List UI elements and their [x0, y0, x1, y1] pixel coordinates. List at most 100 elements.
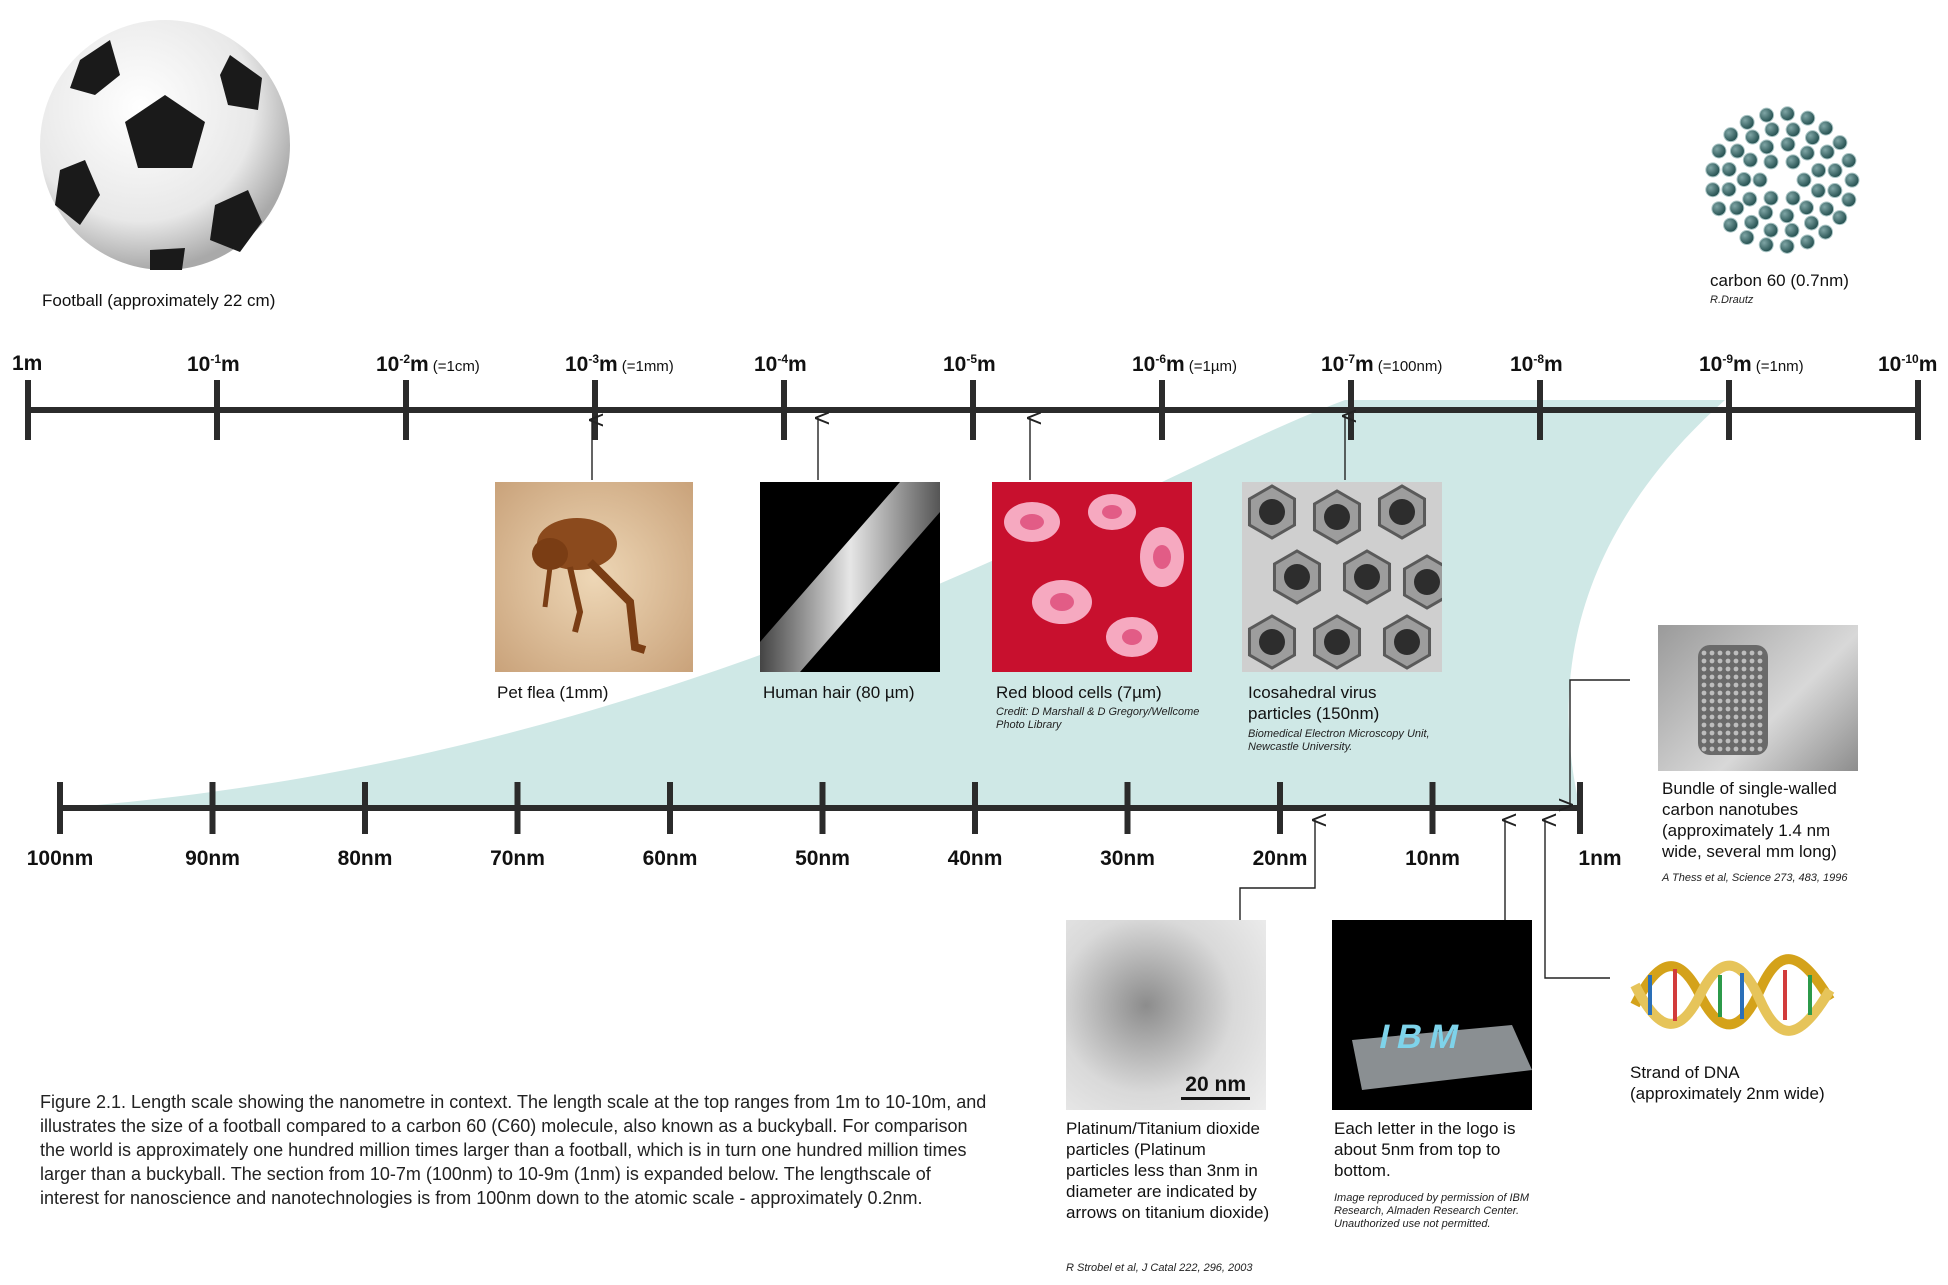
ibm-credit: Image reproduced by permission of IBM Re…: [1334, 1192, 1534, 1231]
nanotube-dot: [1702, 651, 1707, 656]
top-tick-label: 10-9m(=1nm): [1699, 352, 1804, 377]
nanotube-dot: [1702, 739, 1707, 744]
nanotube-bundle-icon: [1658, 625, 1858, 771]
nanotube-dot: [1758, 739, 1763, 744]
nanotube-dot: [1742, 715, 1747, 720]
c60-atom: [1760, 140, 1774, 154]
c60-atom: [1811, 184, 1825, 198]
flea-caption: Pet flea (1mm): [497, 682, 608, 703]
top-tick-label: 10-10m: [1878, 352, 1937, 377]
nanotube-dot: [1758, 691, 1763, 696]
nanotube-dot: [1718, 699, 1723, 704]
c60-atom: [1730, 144, 1744, 158]
c60-atom: [1820, 202, 1834, 216]
nanotube-dot: [1702, 691, 1707, 696]
nanotube-dot: [1750, 723, 1755, 728]
nanotube-dot: [1702, 747, 1707, 752]
nanotube-dot: [1702, 715, 1707, 720]
virus-core: [1394, 629, 1420, 655]
nanotube-dot: [1710, 739, 1715, 744]
nanotube-dot: [1734, 699, 1739, 704]
football-caption: Football (approximately 22 cm): [42, 290, 275, 311]
c60-atom: [1800, 235, 1814, 249]
nanotube-dot: [1750, 675, 1755, 680]
dna-caption: Strand of DNA (approximately 2nm wide): [1630, 1062, 1850, 1104]
bottom-tick-label: 40nm: [948, 847, 1003, 871]
nanotube-dot: [1702, 675, 1707, 680]
nanotube-dot: [1742, 683, 1747, 688]
ibm-caption: Each letter in the logo is about 5nm fro…: [1334, 1118, 1534, 1181]
nanotube-dot: [1726, 747, 1731, 752]
nanotube-dot: [1734, 707, 1739, 712]
nanotube-dot: [1726, 739, 1731, 744]
nanotube-dot: [1726, 651, 1731, 656]
c60-atom: [1760, 108, 1774, 122]
virus-particles-image: [1242, 482, 1442, 672]
c60-atom: [1712, 144, 1726, 158]
nanotube-dot: [1734, 739, 1739, 744]
nanotube-dot: [1758, 651, 1763, 656]
c60-atom: [1801, 111, 1815, 125]
nanotube-dot: [1702, 699, 1707, 704]
c60-caption: carbon 60 (0.7nm): [1710, 270, 1849, 291]
top-tick-label: 10-3m(=1mm): [565, 352, 674, 377]
red-blood-cells-image: [992, 482, 1192, 672]
c60-atom: [1842, 154, 1856, 168]
nanotube-dot: [1734, 659, 1739, 664]
rbc-icon: [992, 482, 1192, 672]
bottom-tick-label: 90nm: [185, 847, 240, 871]
nanotube-dot: [1718, 739, 1723, 744]
nanotube-dot: [1758, 747, 1763, 752]
nanotube-dot: [1742, 651, 1747, 656]
nanotube-image: [1658, 625, 1858, 771]
virus-core: [1354, 564, 1380, 590]
nanotube-dot: [1710, 691, 1715, 696]
nanotube-dot: [1718, 707, 1723, 712]
nanotube-dot: [1718, 731, 1723, 736]
c60-atom: [1842, 193, 1856, 207]
bottom-tick-label: 10nm: [1405, 847, 1460, 871]
c60-atom: [1785, 223, 1799, 237]
nanotube-dot: [1734, 651, 1739, 656]
virus-credit: Biomedical Electron Microscopy Unit, New…: [1248, 728, 1448, 754]
c60-atom: [1753, 173, 1767, 187]
nanotube-dot: [1710, 683, 1715, 688]
c60-atom: [1819, 225, 1833, 239]
nanotube-dot: [1750, 699, 1755, 704]
c60-molecule-image: [1706, 107, 1859, 254]
c60-atom: [1724, 128, 1738, 142]
scale-bar-label: 20 nm: [1181, 1073, 1250, 1100]
nanotube-dot: [1750, 747, 1755, 752]
nanotube-dot: [1750, 667, 1755, 672]
c60-atom: [1724, 218, 1738, 232]
nanotube-dot: [1750, 683, 1755, 688]
bottom-tick-label: 100nm: [27, 847, 94, 871]
top-tick-label: 10-2m(=1cm): [376, 352, 480, 377]
nanotube-dot: [1758, 683, 1763, 688]
c60-atom: [1745, 130, 1759, 144]
flea-image: [495, 482, 693, 672]
nanotube-dot: [1702, 659, 1707, 664]
nanotube-dot: [1726, 691, 1731, 696]
c60-atom: [1799, 201, 1813, 215]
nanotube-dot: [1758, 723, 1763, 728]
nanotube-dot: [1742, 731, 1747, 736]
nanotube-dot: [1726, 675, 1731, 680]
virus-core: [1284, 564, 1310, 590]
c60-credit: R.Drautz: [1710, 294, 1753, 307]
nanotube-dot: [1750, 715, 1755, 720]
nanotube-dot: [1734, 683, 1739, 688]
nanotube-dot: [1742, 659, 1747, 664]
nanotube-caption: Bundle of single-walled carbon nanotubes…: [1662, 778, 1862, 862]
nanotube-dot: [1742, 667, 1747, 672]
c60-atom: [1786, 191, 1800, 205]
virus-core: [1324, 504, 1350, 530]
nanotube-dot: [1718, 659, 1723, 664]
c60-atom: [1759, 206, 1773, 220]
c60-atom: [1743, 192, 1757, 206]
bottom-tick-label: 1nm: [1578, 847, 1621, 871]
nanotube-dot: [1726, 715, 1731, 720]
nanotube-dot: [1718, 723, 1723, 728]
nanotube-dot: [1726, 723, 1731, 728]
c60-atom: [1759, 238, 1773, 252]
